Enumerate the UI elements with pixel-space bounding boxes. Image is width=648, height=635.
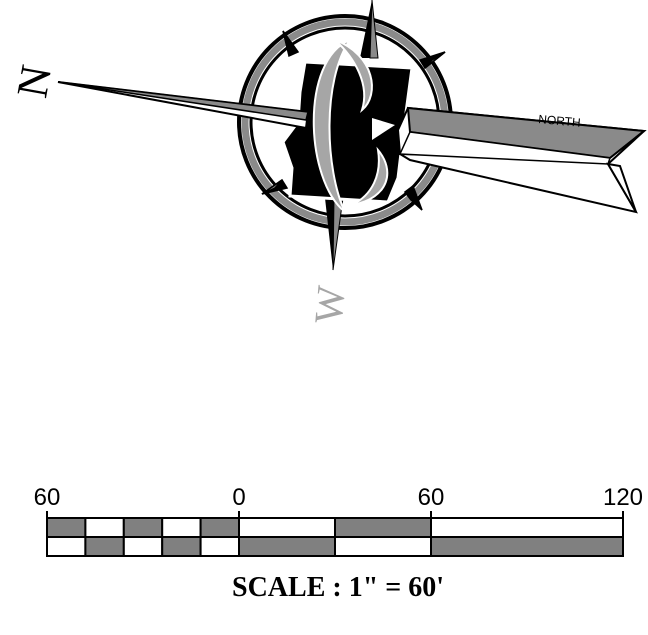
compass-letter-n: N xyxy=(7,61,61,101)
north-arrow-label: NORTH xyxy=(538,112,582,130)
scale-top-row xyxy=(46,517,624,538)
north-arrow-tail xyxy=(396,106,647,214)
compass-rose: NORTH N W xyxy=(7,0,647,326)
scale-caption: SCALE : 1" = 60' xyxy=(232,572,444,603)
compass-diagonal-points xyxy=(261,30,446,211)
compass-crescent-lower xyxy=(351,146,389,206)
compass-top-spike xyxy=(360,0,379,59)
compass-center-block xyxy=(281,60,414,204)
north-arrow-shaft xyxy=(57,81,310,130)
scale-tick-label: 120 xyxy=(603,484,643,511)
compass-crescent-left xyxy=(312,37,353,213)
compass-letter-w: W xyxy=(305,284,353,326)
scale-tick-label: 60 xyxy=(34,484,61,511)
scale-bar: 60 0 60 120 xyxy=(34,484,643,603)
compass-center-notch xyxy=(372,118,395,140)
compass-bottom-spike xyxy=(325,197,344,271)
compass-crescent-right xyxy=(334,39,373,113)
scale-bottom-row xyxy=(46,536,624,557)
scale-tick-label: 0 xyxy=(232,484,245,511)
scale-tick-label: 60 xyxy=(418,484,445,511)
